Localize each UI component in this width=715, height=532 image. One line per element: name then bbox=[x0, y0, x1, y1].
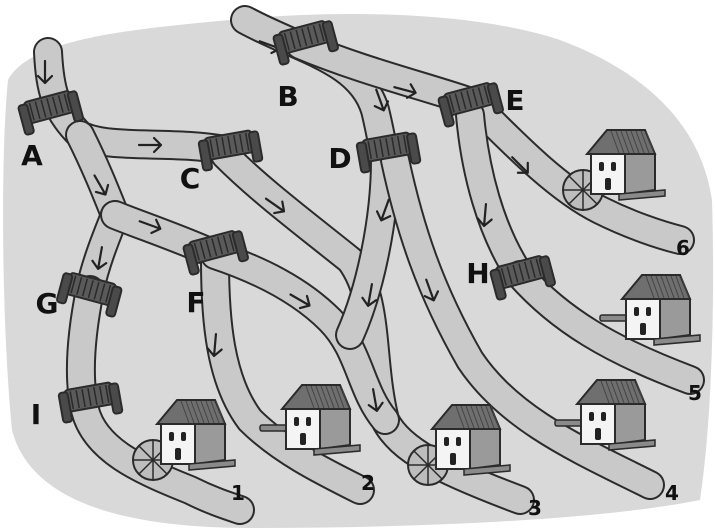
outlet-label-4: 4 bbox=[665, 481, 679, 505]
mills bbox=[132, 129, 701, 486]
gate-g bbox=[56, 272, 123, 318]
flow-arrow bbox=[476, 202, 493, 228]
gate-label-b: B bbox=[277, 80, 298, 113]
flow-arrow bbox=[93, 174, 110, 196]
flow-arrow bbox=[289, 293, 311, 310]
river-f-to-2 bbox=[200, 245, 375, 505]
mill-3 bbox=[407, 404, 511, 486]
gate-label-i: I bbox=[31, 398, 41, 431]
gate-c bbox=[197, 129, 264, 172]
outlet-label-6: 6 bbox=[676, 236, 690, 260]
gate-d bbox=[355, 131, 422, 174]
gate-b bbox=[272, 20, 339, 66]
outlet-label-2: 2 bbox=[361, 471, 375, 495]
pipe-icon bbox=[599, 314, 629, 322]
mill-1 bbox=[132, 399, 236, 481]
flow-arrows bbox=[36, 38, 529, 412]
river-e-to-6 bbox=[465, 95, 695, 255]
mill-2 bbox=[259, 384, 361, 456]
outlet-label-1: 1 bbox=[231, 481, 245, 505]
gate-label-f: F bbox=[186, 286, 205, 319]
outlet-label-3: 3 bbox=[528, 496, 542, 520]
gate-label-a: A bbox=[21, 139, 43, 172]
river-d-to-4 bbox=[380, 145, 665, 500]
flow-arrow bbox=[373, 88, 390, 112]
flow-arrow bbox=[393, 83, 417, 99]
mill-4 bbox=[554, 379, 656, 451]
flow-arrow bbox=[511, 156, 529, 174]
gate-i bbox=[57, 381, 124, 424]
river-h-to-5 bbox=[505, 260, 705, 395]
flow-arrow bbox=[137, 136, 163, 154]
flow-arrow bbox=[375, 198, 392, 222]
gate-label-g: G bbox=[36, 287, 59, 320]
gate-e bbox=[437, 82, 504, 128]
pipe-icon bbox=[259, 424, 289, 432]
flow-arrow bbox=[138, 218, 162, 235]
river-e-to-h bbox=[455, 100, 535, 290]
river-g-to-1 bbox=[65, 275, 255, 525]
river-f-to-3 bbox=[200, 240, 400, 435]
flow-arrow bbox=[206, 332, 223, 358]
flow-arrow bbox=[36, 59, 54, 85]
flow-arrow bbox=[423, 278, 440, 302]
gate-a bbox=[17, 90, 84, 136]
gate-label-h: H bbox=[466, 257, 489, 290]
pipe-icon bbox=[554, 419, 584, 427]
flow-arrow bbox=[91, 246, 108, 270]
gate-label-d: D bbox=[328, 142, 351, 175]
gate-h bbox=[489, 255, 556, 301]
river-d-to-3 bbox=[335, 145, 400, 350]
gate-label-c: C bbox=[180, 162, 201, 195]
gate-label-e: E bbox=[505, 84, 524, 117]
flow-arrow bbox=[361, 283, 378, 307]
house-icon bbox=[580, 401, 616, 445]
flow-arrow bbox=[367, 388, 384, 412]
flow-arrow bbox=[264, 197, 286, 215]
outlet-label-5: 5 bbox=[688, 381, 702, 405]
gates bbox=[17, 20, 556, 424]
mill-6 bbox=[562, 129, 666, 211]
gate-f bbox=[182, 230, 249, 276]
labels: A B C D E F G H I 1 2 3 4 5 6 bbox=[21, 80, 702, 520]
mill-5 bbox=[599, 274, 701, 346]
